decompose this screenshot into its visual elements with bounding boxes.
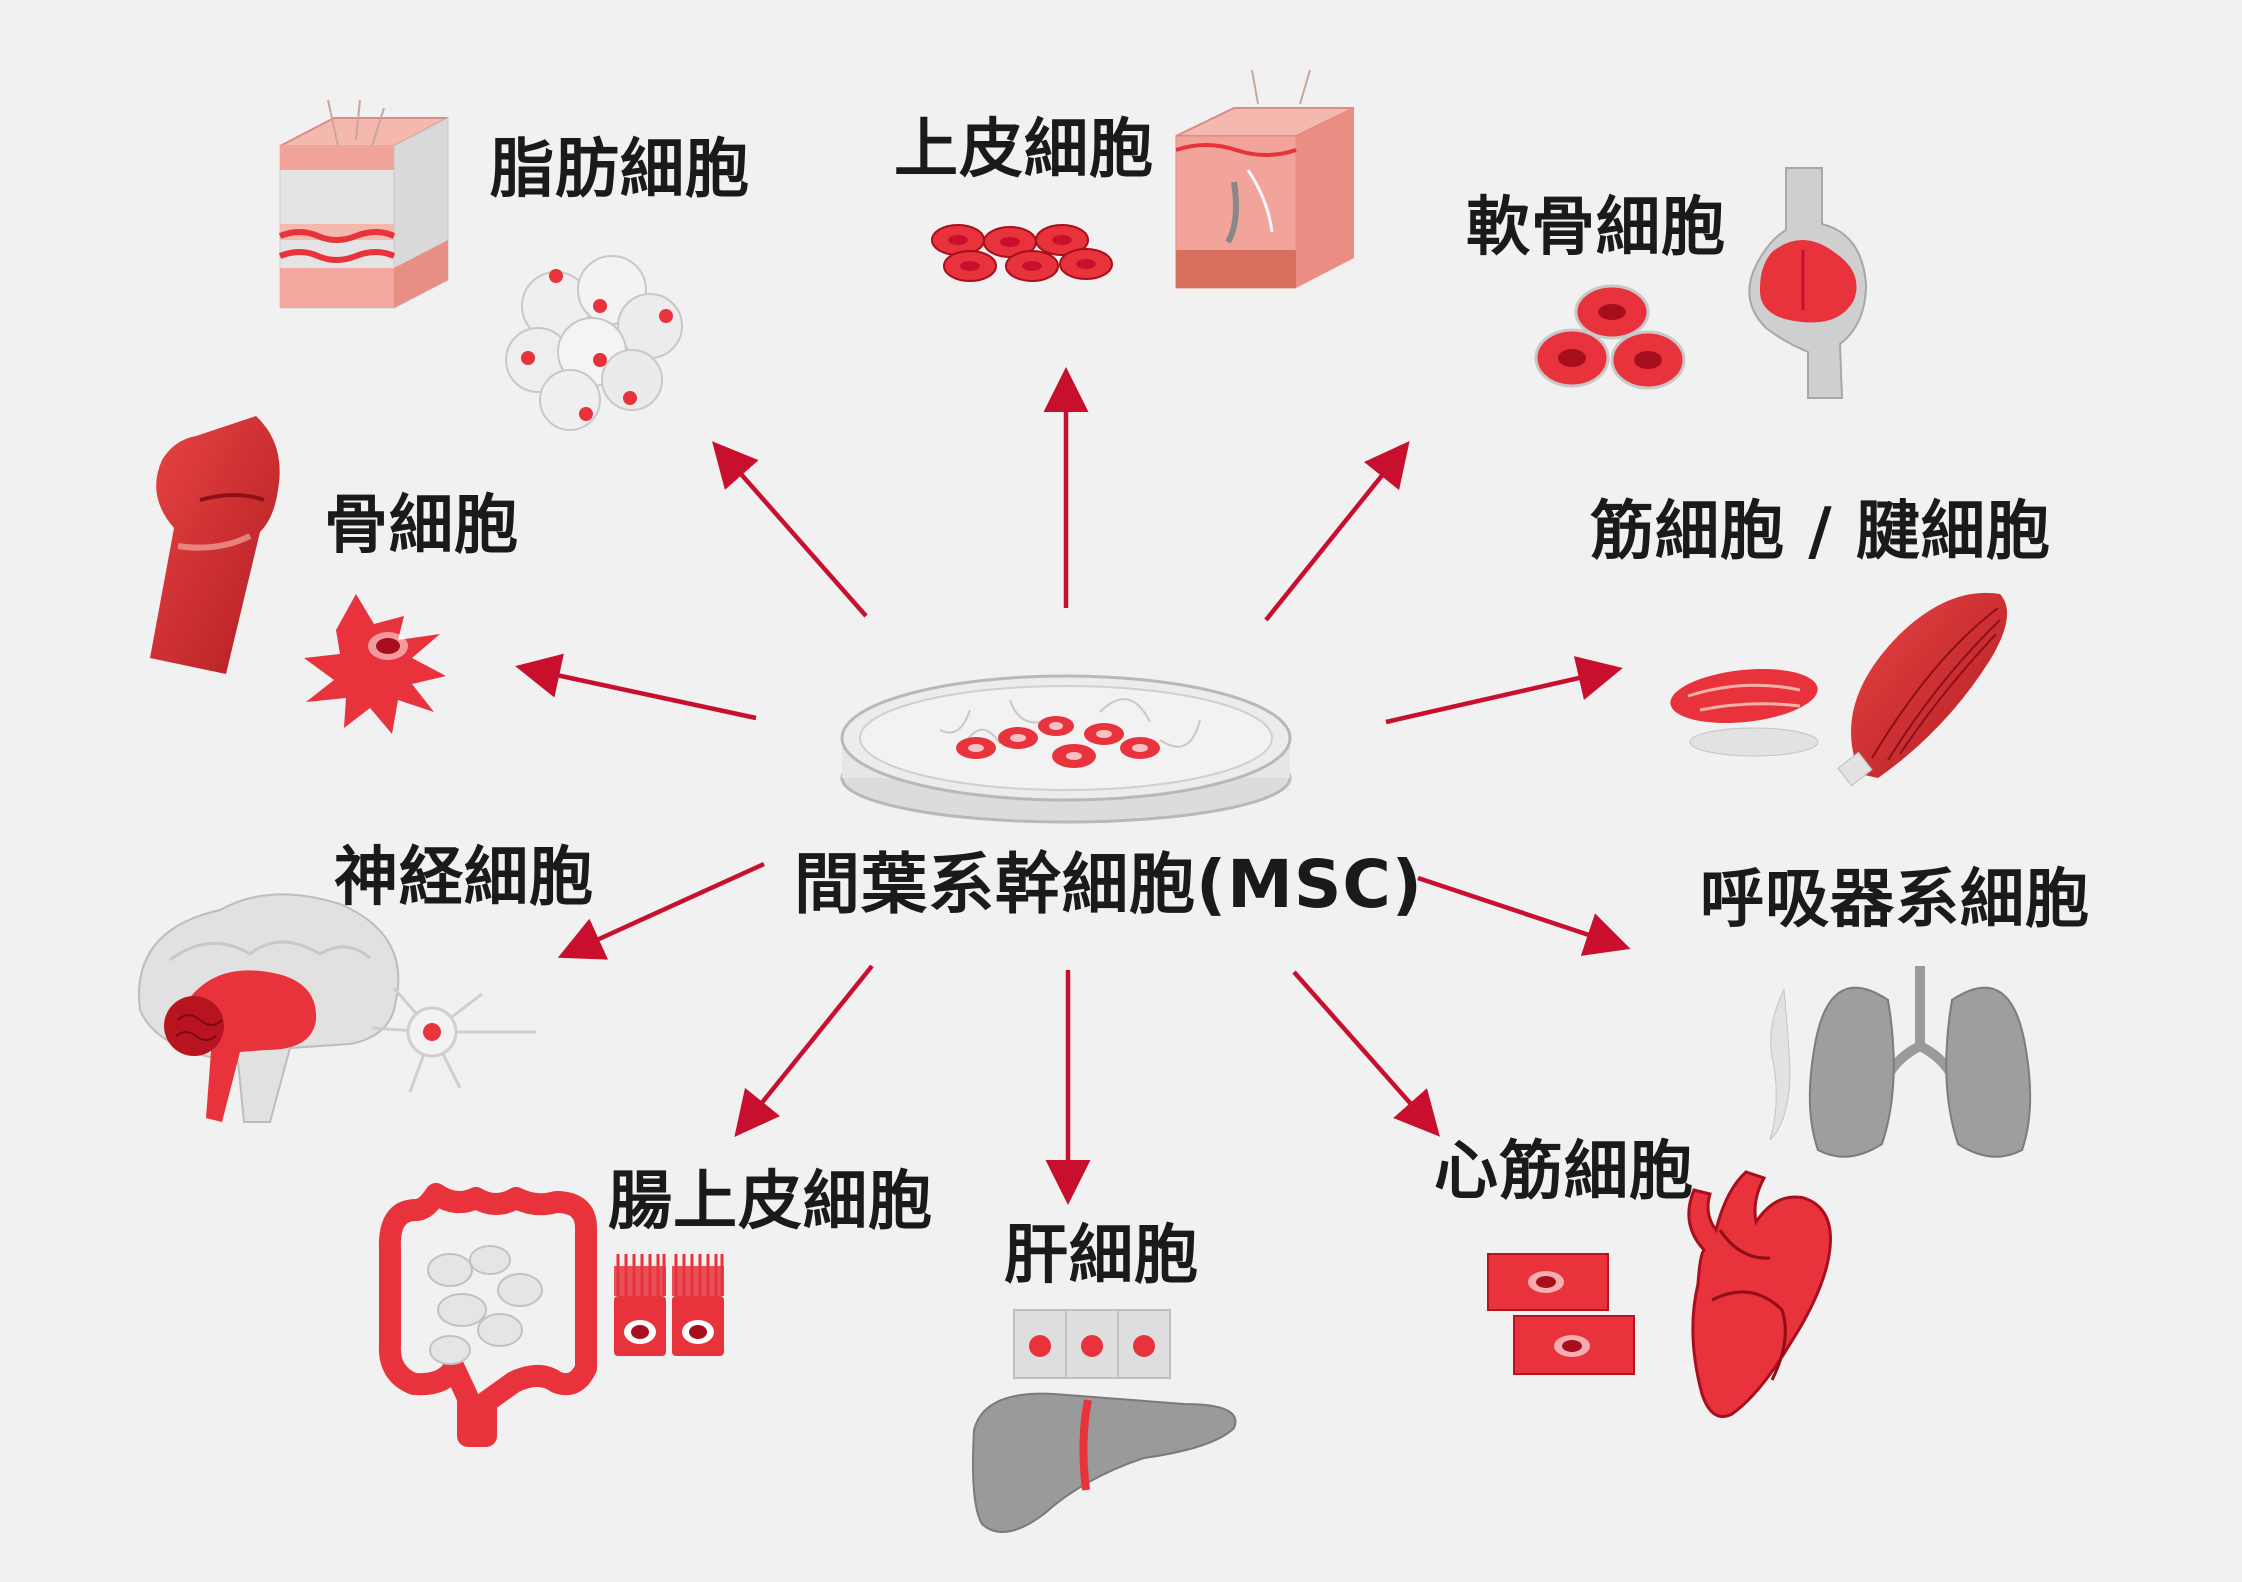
- arrow-to-muscle: [1385, 656, 1623, 725]
- chondrocyte-cells-icon: [1534, 284, 1686, 390]
- hepatocyte-cells-icon: [1013, 1309, 1171, 1379]
- arrows: [515, 367, 1631, 1205]
- arrow-to-respiratory: [1417, 875, 1631, 956]
- arrow-to-cardiomyocyte: [1292, 970, 1440, 1137]
- arrow-to-chondrocyte: [1264, 440, 1410, 622]
- label-cardiomyocyte: 心筋細胞: [1434, 1135, 1694, 1209]
- arrow-to-neuron: [557, 861, 765, 960]
- label-respiratory: 呼吸器系細胞: [1700, 863, 2090, 937]
- heart-icon: [1687, 1170, 1832, 1418]
- fat-cells-icon: [505, 255, 683, 431]
- intestine-icon: [378, 1183, 597, 1447]
- liver-icon: [972, 1392, 1237, 1533]
- label-chondrocyte: 軟骨細胞: [1466, 191, 1726, 265]
- label-neuron: 神経細胞: [334, 841, 594, 915]
- arrow-to-intestinal: [734, 964, 874, 1138]
- label-osteocyte: 骨細胞: [324, 489, 519, 563]
- center-label-msc: 間葉系幹細胞(MSC): [794, 846, 1423, 923]
- brain-icon: [138, 893, 400, 1123]
- knee-joint-icon: [1748, 167, 1868, 399]
- label-intestinal: 腸上皮細胞: [608, 1165, 933, 1239]
- epithelial-cells-icon: [931, 224, 1113, 282]
- msc-cells: [956, 716, 1160, 768]
- label-adipocyte: 脂肪細胞: [490, 133, 750, 207]
- arrow-to-adipocyte: [712, 441, 868, 618]
- skin-tissue-block-icon: [278, 99, 449, 309]
- muscle-tendon-icon: [1837, 592, 2008, 787]
- label-muscle-tendon: 筋細胞 / 腱細胞: [1590, 495, 2051, 569]
- intestinal-epithelial-cells-icon: [614, 1254, 724, 1356]
- petri-dish-icon: [840, 674, 1292, 824]
- bone-icon: [150, 416, 280, 674]
- arrow-to-osteocyte: [515, 653, 757, 721]
- osteocyte-cell-icon: [304, 594, 446, 734]
- muscle-fiber-icon: [1670, 669, 1819, 757]
- neuron-cell-icon: [371, 987, 536, 1093]
- lungs-icon: [1769, 966, 2032, 1158]
- skin-section-icon: [1175, 69, 1355, 289]
- label-hepatocyte: 肝細胞: [1004, 1219, 1199, 1293]
- label-epithelial: 上皮細胞: [894, 113, 1154, 187]
- cardiomyocyte-cells-icon: [1487, 1253, 1635, 1375]
